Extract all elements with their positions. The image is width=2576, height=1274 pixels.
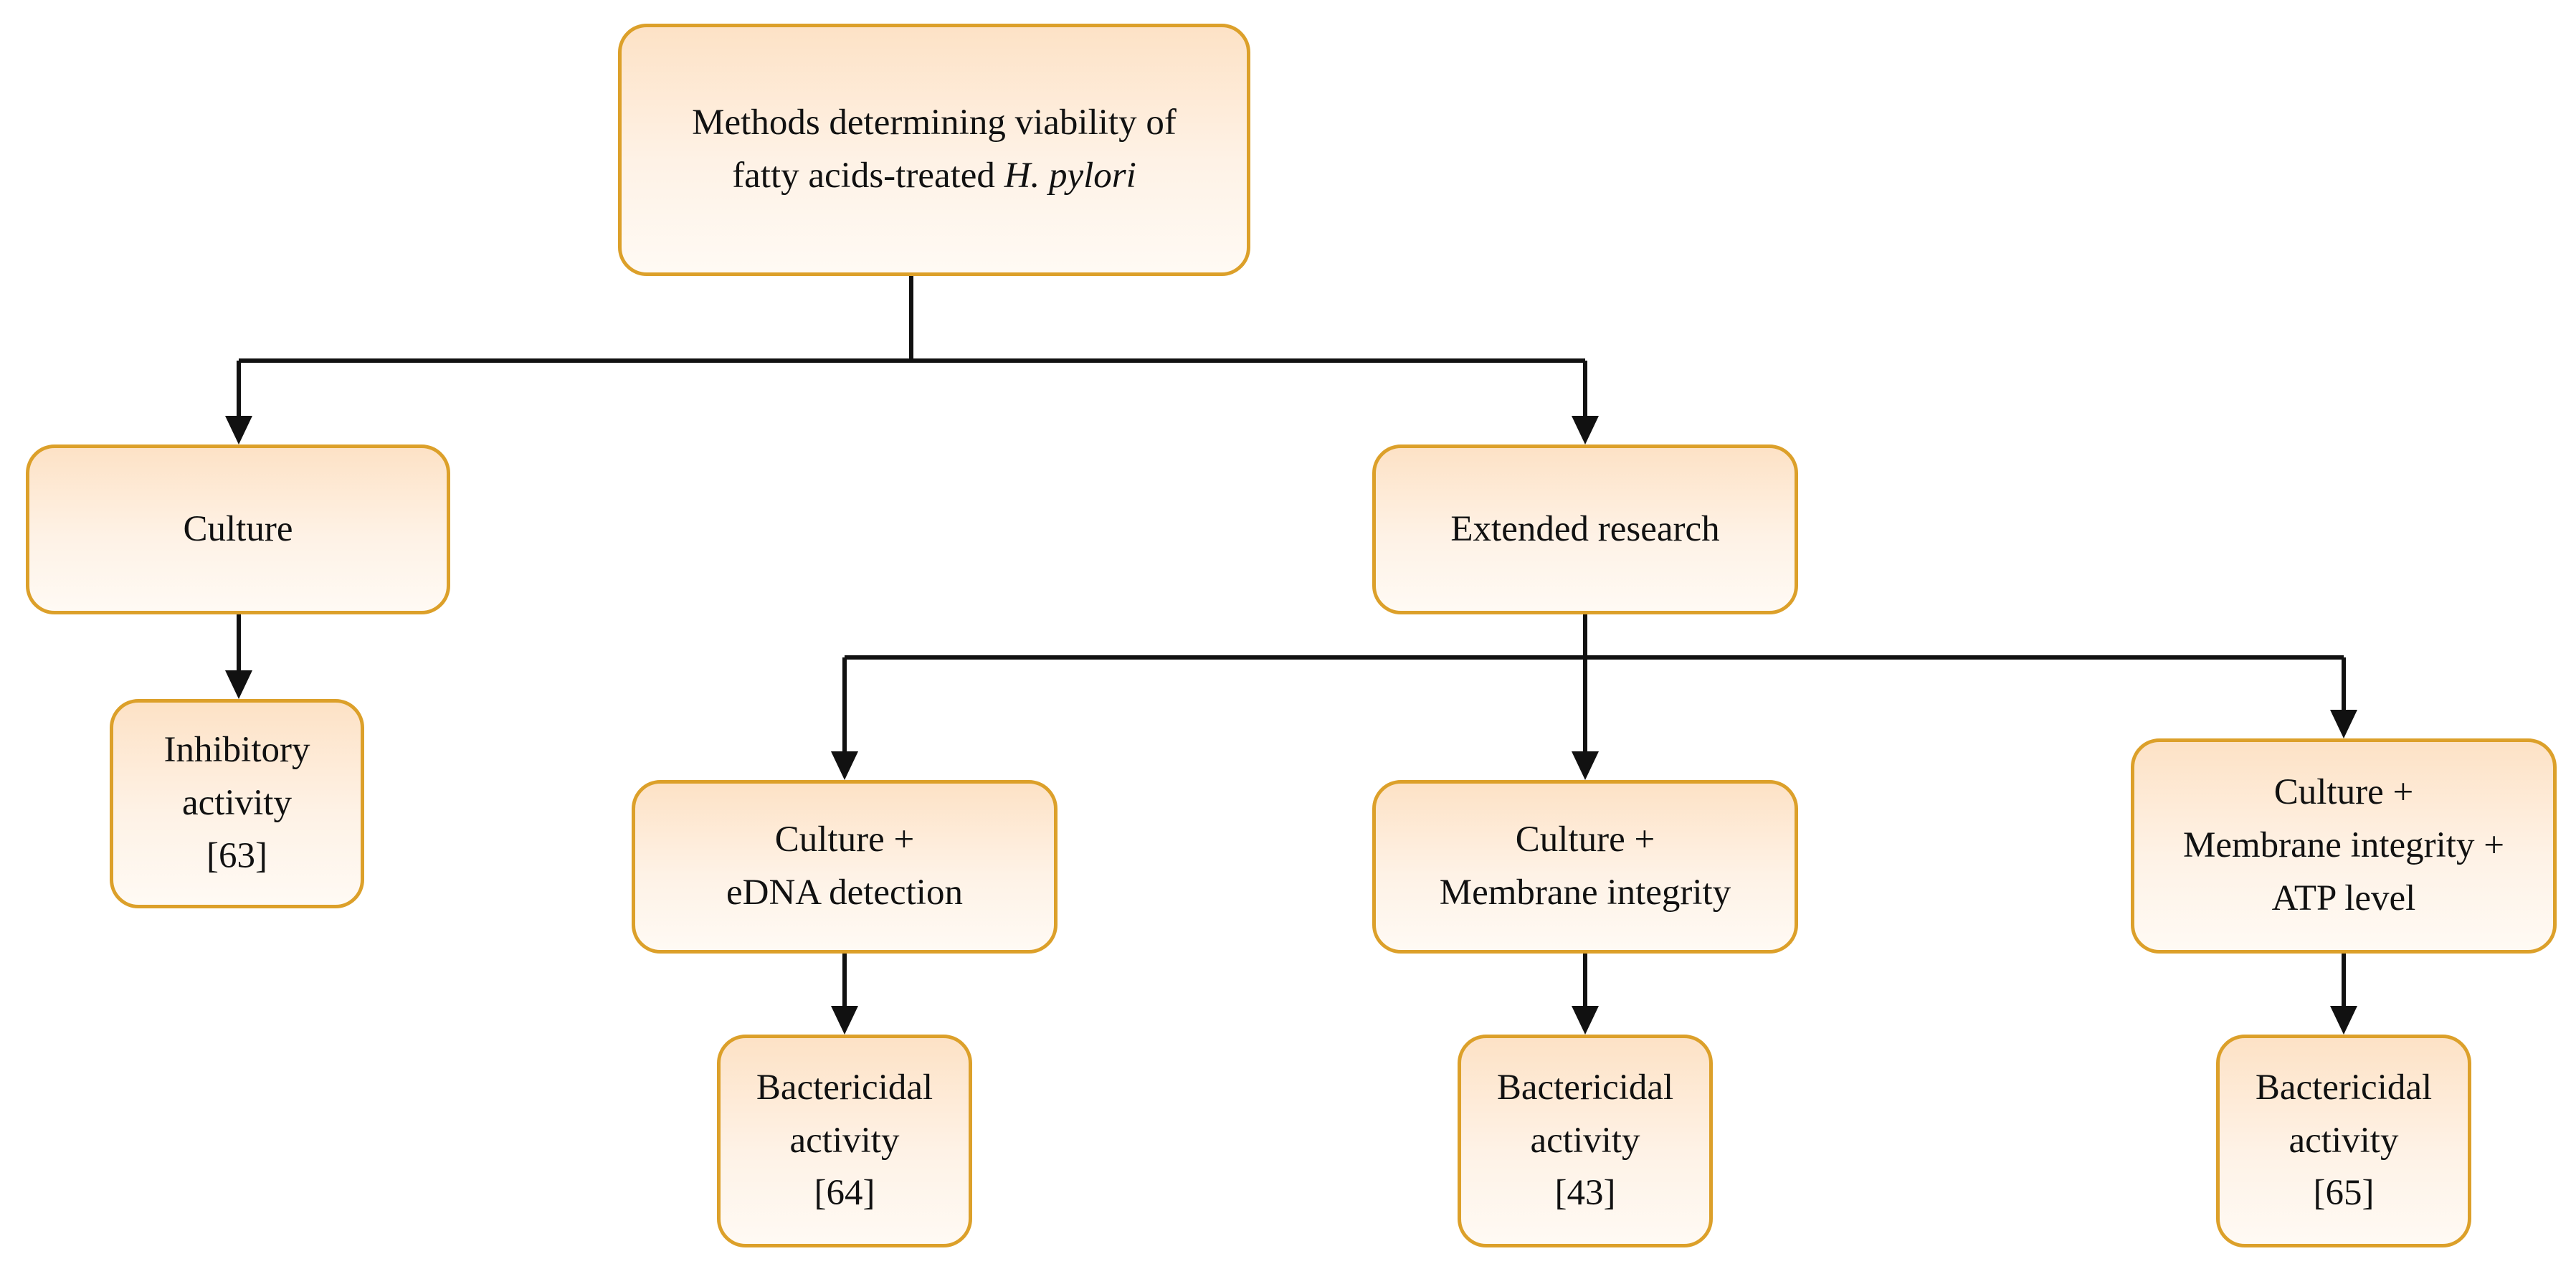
bact64-line-1: Bactericidal [756,1067,933,1108]
extended-label: Extended research [1450,508,1720,549]
bact64-line-3: [64] [814,1173,875,1214]
arrowhead-to-bact65 [2330,1006,2357,1035]
atp-line-1: Culture + [2273,772,2414,813]
bact64-line-2: activity [789,1120,900,1161]
node-bactericidal-43: Bactericidal activity [43] [1458,1035,1713,1247]
node-inhibitory-activity: Inhibitory activity [63] [110,699,364,908]
inhibitory-line-1: Inhibitory [163,730,310,771]
arrowhead-to-edna [831,751,858,780]
node-bactericidal-64: Bactericidal activity [64] [717,1035,972,1247]
arrowhead-to-atp [2330,710,2357,738]
node-extended-research: Extended research [1372,445,1798,614]
membrane-line-1: Culture + [1515,819,1655,860]
membrane-line-2: Membrane integrity [1439,873,1731,913]
bact43-line-2: activity [1530,1120,1640,1161]
atp-line-3: ATP level [2271,878,2416,918]
bact43-line-3: [43] [1554,1173,1616,1214]
root-line-2-prefix: fatty acids-treated [732,156,1004,196]
root-line-1: Methods determining viability of [692,103,1177,143]
node-atp-level: Culture + Membrane integrity + ATP level [2131,738,2557,954]
inhibitory-line-3: [63] [206,835,267,876]
node-membrane-integrity: Culture + Membrane integrity [1372,780,1798,954]
bact43-line-1: Bactericidal [1496,1067,1674,1108]
root-line-2-italic: H. pylori [1004,156,1136,196]
arrowhead-to-bact64 [831,1006,858,1035]
node-bactericidal-65: Bactericidal activity [65] [2216,1035,2471,1247]
arrowhead-to-bact43 [1572,1006,1599,1035]
inhibitory-line-2: activity [182,783,292,824]
root-line-2: fatty acids-treated H. pylori [692,150,1177,203]
bact65-line-2: activity [2289,1120,2399,1161]
arrowhead-to-inhibitory [225,670,252,699]
edna-line-2: eDNA detection [726,873,963,913]
node-root: Methods determining viability of fatty a… [618,24,1250,276]
arrowhead-to-culture [225,416,252,445]
node-culture: Culture [26,445,450,614]
node-edna-detection: Culture + eDNA detection [632,780,1058,954]
bact65-line-1: Bactericidal [2255,1067,2433,1108]
arrowhead-to-membrane [1572,751,1599,780]
atp-line-2: Membrane integrity + [2183,825,2504,866]
culture-label: Culture [183,508,293,549]
bact65-line-3: [65] [2313,1173,2375,1214]
edna-line-1: Culture + [774,819,915,860]
arrowhead-to-extended [1572,416,1599,445]
